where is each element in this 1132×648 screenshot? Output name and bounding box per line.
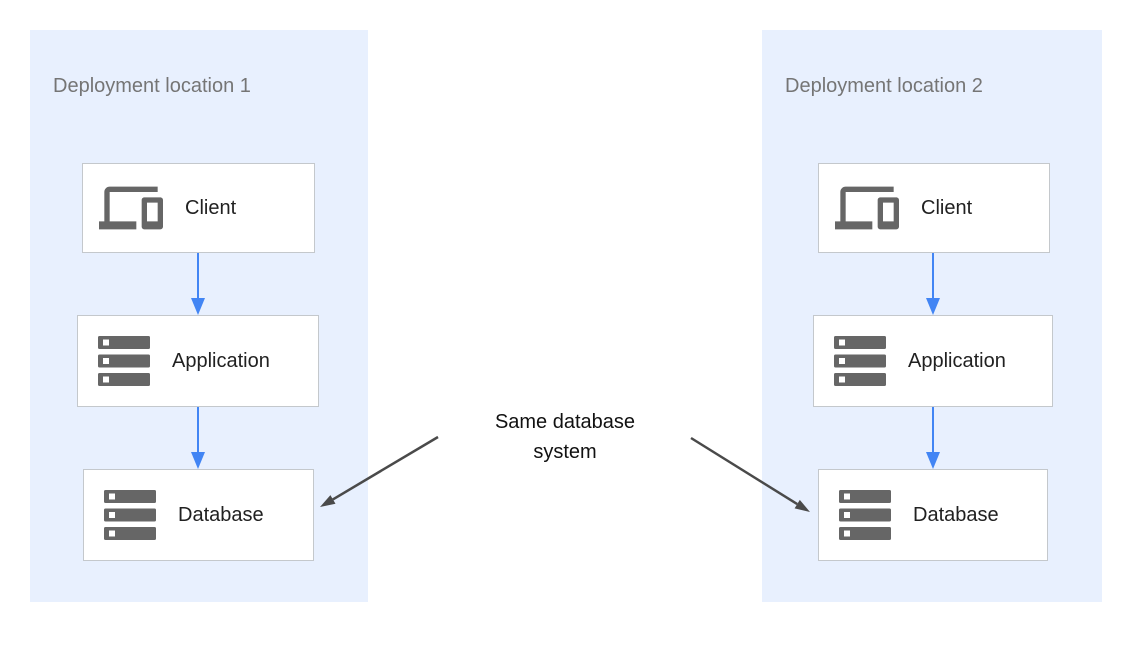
node-label: Database — [913, 503, 999, 526]
client-node: Client — [818, 163, 1050, 253]
annotation-arrow-right — [690, 436, 810, 512]
server-stack-icon — [834, 336, 886, 386]
application-node: Application — [77, 315, 319, 407]
node-label: Application — [172, 349, 270, 372]
arrow-client-to-application — [191, 253, 205, 315]
database-node: Database — [818, 469, 1048, 561]
client-node: Client — [82, 163, 315, 253]
arrow-application-to-database — [191, 407, 205, 469]
application-node: Application — [813, 315, 1053, 407]
node-label: Client — [921, 196, 973, 219]
node-label: Client — [185, 196, 237, 219]
node-label: Application — [908, 349, 1006, 372]
annotation-line-1: Same database — [494, 411, 636, 433]
server-stack-icon — [104, 490, 156, 540]
devices-icon — [99, 186, 163, 230]
annotation-arrow-left — [320, 435, 439, 507]
annotation-line-2: system — [533, 441, 597, 463]
database-node: Database — [83, 469, 314, 561]
node-label: Database — [178, 503, 264, 526]
server-stack-icon — [98, 336, 150, 386]
server-stack-icon — [839, 490, 891, 540]
annotation-text: Same database system — [449, 407, 681, 467]
arrow-application-to-database — [926, 407, 940, 469]
panel-title: Deployment location 1 — [53, 75, 251, 97]
arrow-client-to-application — [926, 253, 940, 315]
devices-icon — [835, 186, 899, 230]
panel-title: Deployment location 2 — [785, 75, 983, 97]
